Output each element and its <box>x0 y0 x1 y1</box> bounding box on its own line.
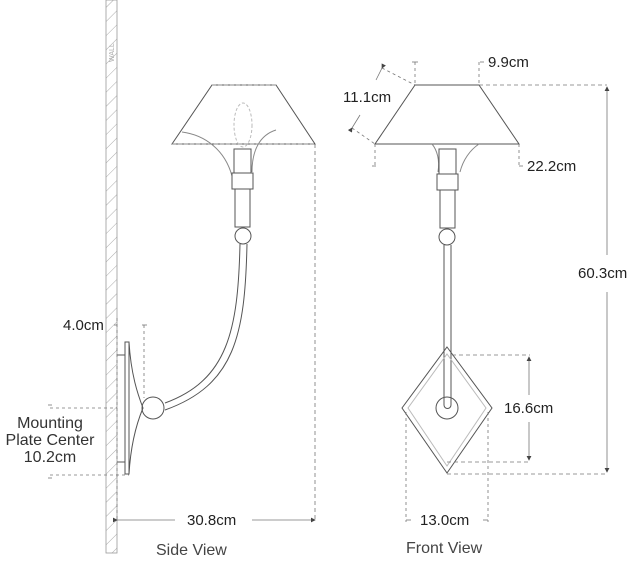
side-view-title: Side View <box>156 542 227 559</box>
side-view-dimensions <box>48 144 316 523</box>
dim-extension: 30.8cm <box>187 512 237 529</box>
dim-shade-slant: 11.1cm <box>343 89 392 106</box>
dim-backplate-depth: 4.0cm <box>63 317 104 334</box>
mounting-label-value: 10.2cm <box>23 449 77 466</box>
wall <box>105 0 118 554</box>
front-view-dimensions <box>347 61 610 522</box>
dim-backplate-height: 16.6cm <box>504 400 554 417</box>
dim-shade-bottom: 22.2cm <box>527 158 577 175</box>
side-view-fixture <box>117 84 316 475</box>
wall-label: WALL <box>109 43 116 62</box>
mounting-label-line1: Mounting <box>17 415 83 432</box>
front-view-fixture <box>374 84 520 474</box>
front-view-title: Front View <box>406 540 483 557</box>
mounting-label-line2: Plate Center <box>5 432 95 449</box>
mounting-plate-center-label: Mounting Plate Center 10.2cm <box>0 415 100 466</box>
dim-overall-height: 60.3cm <box>578 265 628 282</box>
dim-shade-top: 9.9cm <box>488 54 529 71</box>
dim-backplate-width: 13.0cm <box>420 512 470 529</box>
